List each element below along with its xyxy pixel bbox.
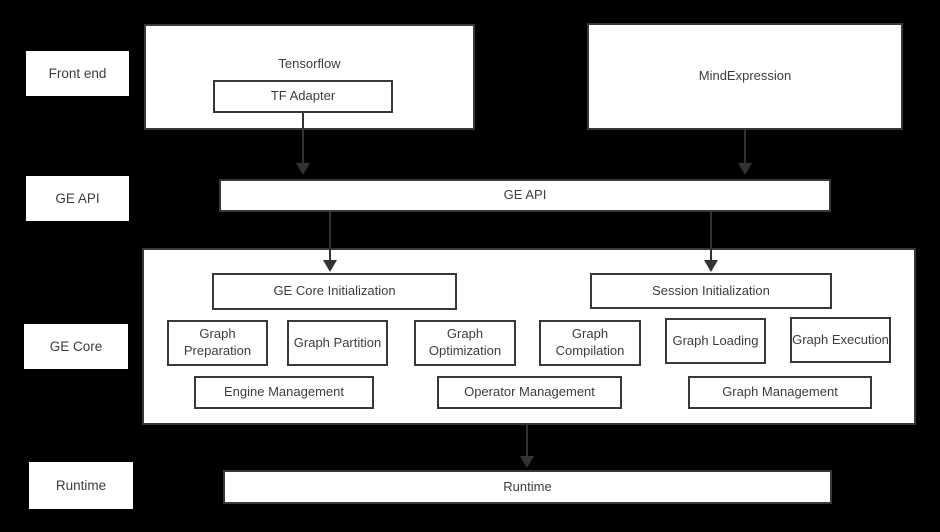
arrow-head-icon [704,260,718,272]
side-label-runtime-text: Runtime [55,478,107,493]
node-graph-partition: Graph Partition [287,320,388,366]
node-graph-optimization: Graph Optimization [414,320,516,366]
arrow-line [329,212,331,260]
arrow-ge-api-to-ge-core-initialization [323,212,337,272]
node-graph-execution-label: Graph Execution [792,331,889,347]
node-graph-preparation-label: Graph Preparation [183,326,252,358]
arrow-line [710,212,712,260]
node-engine-management: Engine Management [194,376,374,409]
node-runtime: Runtime [223,470,832,504]
node-graph-preparation: Graph Preparation [167,320,268,366]
node-mindexpression-label: MindExpression [698,68,792,84]
arrow-line [302,113,304,163]
arrow-line [526,425,528,456]
arrow-head-icon [520,456,534,468]
side-label-front-end-text: Front end [48,66,107,81]
arrow-tf-adapter-to-ge-api [296,113,310,175]
node-runtime-label: Runtime [503,478,552,494]
side-label-ge-api: GE API [26,176,129,221]
arrow-head-icon [296,163,310,175]
arrow-line [744,130,746,163]
node-ge-core-initialization: GE Core Initialization [212,273,457,310]
node-graph-management: Graph Management [688,376,872,409]
node-ge-core-initialization-label: GE Core Initialization [273,283,396,299]
side-label-ge-api-text: GE API [55,191,100,206]
node-tensorflow-label: Tensorflow [278,56,341,71]
node-graph-loading-label: Graph Loading [672,332,759,348]
arrow-head-icon [323,260,337,272]
side-label-ge-core-text: GE Core [49,339,103,354]
side-label-runtime: Runtime [29,462,133,509]
arrow-mindexpression-to-ge-api [738,130,752,175]
node-graph-compilation-label: Graph Compilation [555,326,625,358]
arrow-ge-api-to-session-initialization [704,212,718,272]
node-operator-management: Operator Management [437,376,622,409]
node-graph-management-label: Graph Management [722,384,838,400]
node-ge-api: GE API [219,179,831,212]
node-mindexpression: MindExpression [587,23,903,130]
node-graph-partition-label: Graph Partition [293,334,382,350]
arrow-ge-core-to-runtime [520,425,534,468]
node-graph-loading: Graph Loading [665,318,766,364]
node-session-initialization-label: Session Initialization [652,282,770,298]
node-tf-adapter-label: TF Adapter [270,88,336,104]
arrow-head-icon [738,163,752,175]
node-engine-management-label: Engine Management [224,384,344,400]
node-graph-compilation: Graph Compilation [539,320,641,366]
side-label-front-end: Front end [26,51,129,96]
node-graph-execution: Graph Execution [790,317,891,363]
node-ge-api-label: GE API [503,187,547,203]
node-operator-management-label: Operator Management [464,384,595,400]
node-session-initialization: Session Initialization [590,273,832,309]
node-graph-optimization-label: Graph Optimization [428,326,502,358]
side-label-ge-core: GE Core [24,324,128,369]
node-tf-adapter: TF Adapter [213,80,393,113]
